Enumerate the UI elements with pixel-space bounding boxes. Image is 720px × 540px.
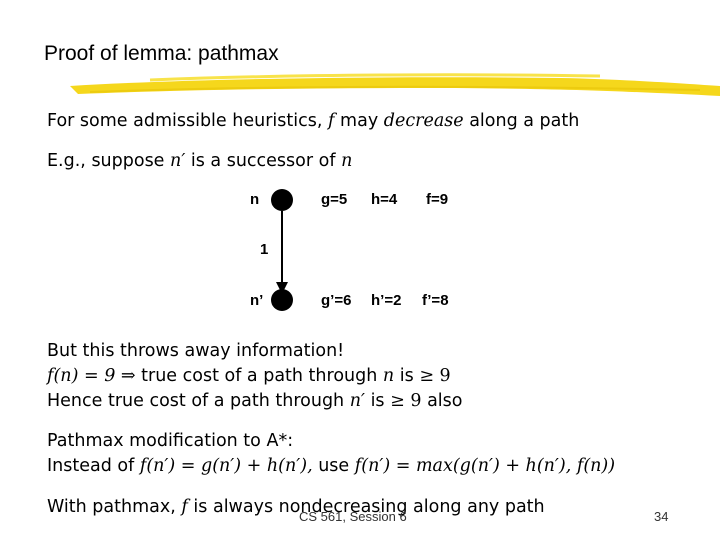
slide-title: Proof of lemma: pathmax [44, 42, 279, 65]
line-true-cost-n: f(n) = 9 ⇒ true cost of a path through n… [47, 366, 451, 386]
footer-course-session: CS 561, Session 6 [299, 509, 407, 524]
node-n-label: n [250, 191, 260, 208]
title-underline-highlight [70, 73, 720, 96]
node-n-h: h=4 [371, 191, 398, 208]
node-nprime-f: f’=8 [422, 292, 449, 309]
line-admissible-heuristics: For some admissible heuristics, f may de… [47, 111, 580, 131]
node-n-dot [271, 189, 293, 211]
node-nprime-label: n’ [250, 292, 264, 309]
line-instead-of: Instead of f(n′) = g(n′) + h(n′), use f(… [47, 456, 616, 476]
edge-cost-label: 1 [260, 241, 269, 258]
line-with-pathmax: With pathmax, f is always nondecreasing … [47, 497, 545, 517]
line-example-successor: E.g., suppose n′ is a successor of n [47, 151, 353, 171]
node-nprime-h: h’=2 [371, 292, 402, 309]
edge-arrowhead [276, 282, 288, 294]
node-n-f: f=9 [426, 191, 449, 208]
line-throws-away: But this throws away information! [47, 341, 345, 361]
node-n-g: g=5 [321, 191, 348, 208]
node-nprime-g: g’=6 [321, 292, 352, 309]
line-pathmax-modification: Pathmax modification to A*: [47, 431, 294, 451]
line-true-cost-nprime: Hence true cost of a path through n′ is … [47, 391, 463, 411]
footer-page-number: 34 [654, 509, 669, 524]
node-nprime-dot [271, 289, 293, 311]
